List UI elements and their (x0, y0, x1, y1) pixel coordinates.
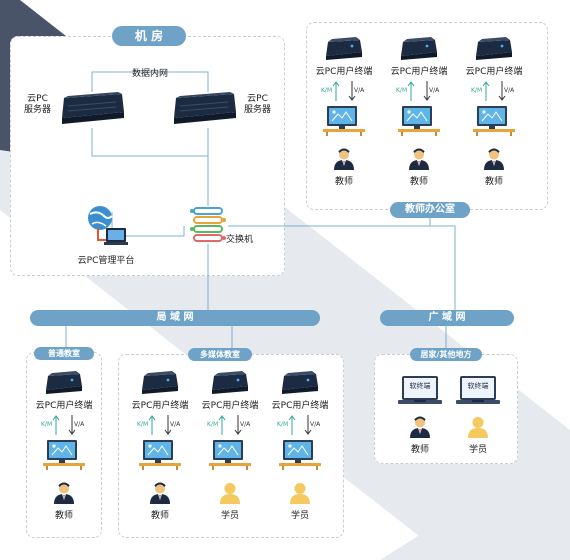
switch-icon (190, 207, 226, 242)
thin-client-icon (322, 36, 366, 66)
thin-client-icon (138, 370, 182, 400)
terminal-station: 云PC用户终端 K/M V/A 学员 (260, 370, 340, 530)
student-icon (467, 416, 489, 442)
km-va-arrows (140, 414, 180, 440)
km-label: K/M (137, 421, 149, 428)
remote-user-station: 软终端教师 (390, 374, 450, 458)
va-label: V/A (504, 87, 515, 94)
management-platform-icon (88, 206, 128, 245)
terminal-station: 云PC用户终端 K/M V/A 教师 (304, 36, 384, 196)
monitor-icon (473, 106, 517, 140)
km-label: K/M (321, 87, 333, 94)
multimedia-classroom-title: 多媒体教室 (188, 348, 252, 361)
server-right-label: 云PC 服务器 (244, 94, 272, 115)
thin-client-icon (397, 36, 441, 66)
terminal-label: 云PC用户终端 (131, 401, 189, 411)
thin-client-icon (208, 370, 252, 400)
laptop-label: 软终端 (409, 382, 431, 390)
terminal-label: 云PC用户终端 (271, 401, 329, 411)
monitor-icon (43, 440, 87, 474)
km-label: K/M (396, 87, 408, 94)
terminal-station: 云PC用户终端 K/M V/A 教师 (454, 36, 534, 196)
laptop-icon (454, 374, 502, 412)
user-label: 学员 (220, 511, 239, 521)
monitor-icon (279, 440, 323, 474)
teacher-icon (409, 416, 431, 442)
monitor-icon (209, 440, 253, 474)
va-label: V/A (354, 87, 365, 94)
home-title: 居家/其他地方 (410, 348, 482, 361)
normal-classroom-title: 普通教室 (34, 347, 94, 360)
km-label: K/M (471, 87, 483, 94)
terminal-station: 云PC用户终端 K/M V/A 学员 (190, 370, 270, 530)
teacher-icon (333, 148, 355, 174)
va-label: V/A (170, 421, 181, 428)
monitor-icon (139, 440, 183, 474)
teacher-icon (483, 148, 505, 174)
va-label: V/A (74, 421, 85, 428)
server-right-icon (174, 92, 236, 124)
user-label: 教师 (410, 445, 429, 455)
terminal-label: 云PC用户终端 (315, 67, 373, 77)
terminal-station: 云PC用户终端 K/M V/A 教师 (120, 370, 200, 530)
km-va-arrows (280, 414, 320, 440)
user-label: 教师 (409, 177, 428, 187)
monitor-icon (323, 106, 367, 140)
terminal-station: 云PC用户终端 K/M V/A 教师 (379, 36, 459, 196)
km-label: K/M (277, 421, 289, 428)
thin-client-icon (278, 370, 322, 400)
km-va-arrows (44, 414, 84, 440)
terminal-label: 云PC用户终端 (465, 67, 523, 77)
wan-bar: 广 域 网 (380, 310, 514, 326)
student-icon (289, 482, 311, 508)
server-left-icon (62, 92, 124, 124)
monitor-icon (398, 106, 442, 140)
km-label: K/M (41, 421, 53, 428)
user-label: 教师 (54, 511, 73, 521)
va-label: V/A (429, 87, 440, 94)
teacher-icon (149, 482, 171, 508)
user-label: 学员 (468, 445, 487, 455)
machine-room-title: 机 房 (112, 26, 186, 46)
km-va-arrows (399, 80, 439, 106)
km-va-arrows (324, 80, 364, 106)
km-va-arrows (210, 414, 250, 440)
thin-client-icon (472, 36, 516, 66)
va-label: V/A (240, 421, 251, 428)
laptop-icon (396, 374, 444, 412)
terminal-label: 云PC用户终端 (390, 67, 448, 77)
terminal-label: 云PC用户终端 (201, 401, 259, 411)
km-label: K/M (207, 421, 219, 428)
management-platform-label: 云PC管理平台 (77, 256, 135, 266)
teacher-icon (408, 148, 430, 174)
user-label: 教师 (484, 177, 503, 187)
student-icon (219, 482, 241, 508)
va-label: V/A (310, 421, 321, 428)
server-left-label: 云PC 服务器 (24, 94, 52, 115)
km-va-arrows (474, 80, 514, 106)
user-label: 学员 (290, 511, 309, 521)
lan-bar: 局 域 网 (30, 310, 320, 326)
teacher-icon (53, 482, 75, 508)
teacher-office-title: 教师办公室 (390, 202, 470, 218)
thin-client-icon (42, 370, 86, 400)
remote-user-station: 软终端学员 (448, 374, 508, 458)
user-label: 教师 (150, 511, 169, 521)
user-label: 教师 (334, 177, 353, 187)
intranet-label: 数据内网 (131, 69, 169, 79)
laptop-label: 软终端 (467, 382, 489, 390)
terminal-label: 云PC用户终端 (35, 401, 93, 411)
terminal-station: 云PC用户终端 K/M V/A 教师 (24, 370, 104, 530)
switch-label: 交换机 (226, 235, 254, 245)
